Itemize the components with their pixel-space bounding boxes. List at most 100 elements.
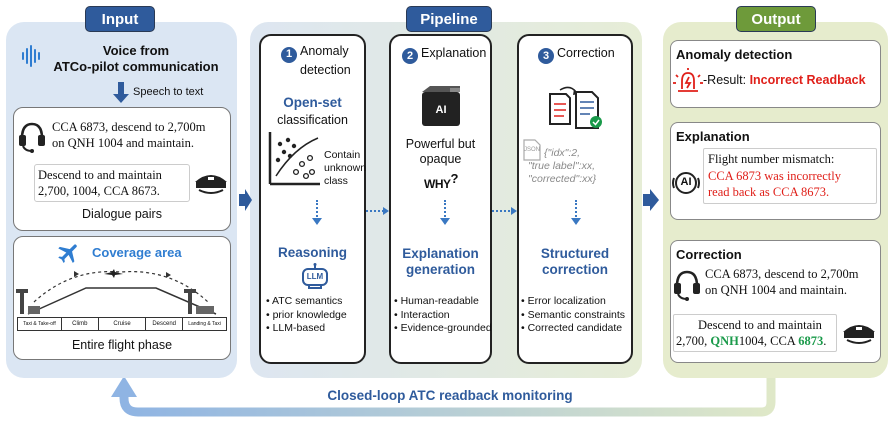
llm-icon-text: LLM	[306, 272, 324, 281]
dialogue-pairs-label: Dialogue pairs	[82, 207, 162, 221]
pipeline-header: Pipeline	[406, 6, 492, 32]
voice-source-label: Voice from ATCo-pilot communication	[46, 43, 226, 75]
airplane-icon	[56, 240, 82, 266]
json-line1: {"idx":2,	[544, 147, 581, 159]
classification-label: classification	[277, 113, 348, 127]
explanation-text: Flight number mismatch: CCA 6873 was inc…	[708, 151, 841, 201]
flight-profile-diagram	[16, 269, 217, 315]
correction-title-text: Correction	[557, 46, 615, 60]
step-number-3: 3	[538, 48, 554, 64]
anomaly-title-line2: detection	[300, 62, 351, 77]
llm-robot-icon: LLM	[301, 263, 329, 289]
structured-correction-label: Structured correction	[517, 246, 633, 278]
ai-voice-icon: AI	[671, 168, 701, 198]
bullet-semantic-constraints: Semantic constraints	[527, 308, 626, 321]
unknown-class-note: Contain unknown class	[324, 149, 366, 188]
bullet-error-localization: Error localization	[527, 295, 606, 307]
bullet-atc-semantics: ATC semantics	[272, 295, 343, 307]
corrected-readback-box	[673, 314, 837, 352]
json-tag: JSON	[523, 147, 540, 153]
output-header: Output	[736, 6, 816, 32]
correction-step	[517, 34, 633, 364]
output-explanation-title: Explanation	[676, 129, 750, 144]
pilot-readback-text: Descend to and maintain 2,700, 1004, CCA…	[38, 167, 162, 199]
phase-taxi-takeoff: Taxi & Take-off	[17, 317, 62, 331]
step2-down-arrowhead	[440, 218, 450, 225]
step2-down-dots	[444, 200, 446, 220]
open-set-label: Open-set	[283, 95, 342, 110]
atc-instruction-text: CCA 6873, descend to 2,700m on QNH 1004 …	[52, 119, 205, 151]
bullet-corrected-candidate: Corrected candidate	[527, 322, 623, 334]
bullet-llm-based: LLM-based	[272, 322, 326, 334]
corrected-part-a: 2,700,	[676, 334, 711, 348]
open-set-scatter-icon	[268, 132, 320, 186]
closed-loop-band	[119, 378, 776, 417]
coverage-area-label: Coverage area	[92, 245, 182, 260]
coverage-area-box	[13, 236, 231, 360]
anomaly-title-line1: Anomaly	[300, 44, 349, 58]
result-line: -Result: Incorrect Readback	[703, 73, 866, 87]
bullet-prior-knowledge: prior knowledge	[272, 308, 347, 321]
ai-chip-text: AI	[435, 104, 447, 116]
gen-line2: generation	[405, 262, 475, 277]
result-value: Incorrect Readback	[749, 73, 866, 87]
flight-phase-strip: Taxi & Take-off Climb Cruise Descend Lan…	[17, 317, 228, 331]
output-correction-title: Correction	[676, 247, 742, 262]
atc-headset-icon	[17, 120, 47, 154]
phase-landing-taxi: Landing & Taxi	[183, 317, 228, 331]
corrected-callsign: 6873	[798, 334, 824, 348]
output-anomaly-title: Anomaly detection	[676, 47, 793, 62]
voice-line2: ATCo-pilot communication	[53, 59, 219, 74]
corrected-period: .	[823, 334, 827, 348]
entire-flight-phase-label: Entire flight phase	[71, 338, 173, 352]
powerful-opaque-label: Powerful but opaque	[389, 137, 492, 167]
corrected-part-c: 1004, CCA	[738, 334, 799, 348]
powerful-line1: Powerful but	[405, 137, 476, 151]
bullet-evidence-grounded: Evidence-grounded	[400, 322, 492, 334]
corrected-readback-text: Descend to and maintain 2,700, QNH1004, …	[676, 317, 826, 349]
pilot-readback-box	[34, 164, 190, 202]
input-header: Input	[85, 6, 155, 32]
explanation-generation-label: Explanation generation	[389, 246, 492, 278]
step3-down-dots	[575, 200, 577, 220]
corrected-qnh: QNH	[710, 334, 739, 348]
step-number-2: 2	[402, 48, 418, 64]
anomaly-detection-step	[259, 34, 366, 364]
document-correction-icon	[549, 86, 602, 129]
json-file-icon: JSON	[523, 139, 541, 161]
ai-voice-text: AI	[680, 176, 692, 188]
contain-line1: Contain	[324, 149, 361, 161]
json-line2: "true label":xx,	[528, 160, 595, 172]
closed-loop-label: Closed-loop ATC readback monitoring	[327, 388, 573, 403]
gen-line1: Explanation	[402, 246, 479, 261]
json-line3: "corrected":xx}	[528, 173, 597, 185]
output-atc-text: CCA 6873, descend to 2,700m on QNH 1004 …	[705, 266, 858, 298]
exp-line1: Flight number mismatch:	[708, 152, 835, 166]
exp-line3: read back as CCA 8673.	[708, 185, 830, 199]
phase-climb: Climb	[61, 317, 99, 331]
pilot-line1: Descend to and maintain	[38, 168, 162, 182]
struct-line2: correction	[541, 262, 609, 277]
speech-to-text-label: Speech to text	[133, 86, 204, 98]
contain-line2: unknown	[324, 162, 367, 174]
why-text: WHY	[424, 177, 451, 191]
why-question-icon: WHY?	[424, 171, 458, 191]
bullet-interaction: Interaction	[400, 308, 450, 321]
reasoning-label: Reasoning	[277, 245, 347, 260]
pilot-line2: 2,700, 1004, CCA 8673.	[38, 184, 160, 198]
contain-line3: class	[324, 175, 348, 187]
step1-down-arrowhead	[312, 218, 322, 225]
json-example: {"idx":2, "true label":xx, "corrected":x…	[528, 147, 597, 189]
step3-down-arrowhead	[571, 218, 581, 225]
corrected-line1: Descend to and maintain	[698, 318, 822, 332]
voice-line1: Voice from	[102, 43, 170, 58]
powerful-line2: opaque	[419, 152, 462, 166]
explanation-title-text: Explanation	[421, 46, 487, 60]
bullet-human-readable: Human-readable	[400, 295, 479, 307]
step-number-1: 1	[281, 46, 297, 63]
closed-loop-arrowhead	[111, 376, 137, 397]
